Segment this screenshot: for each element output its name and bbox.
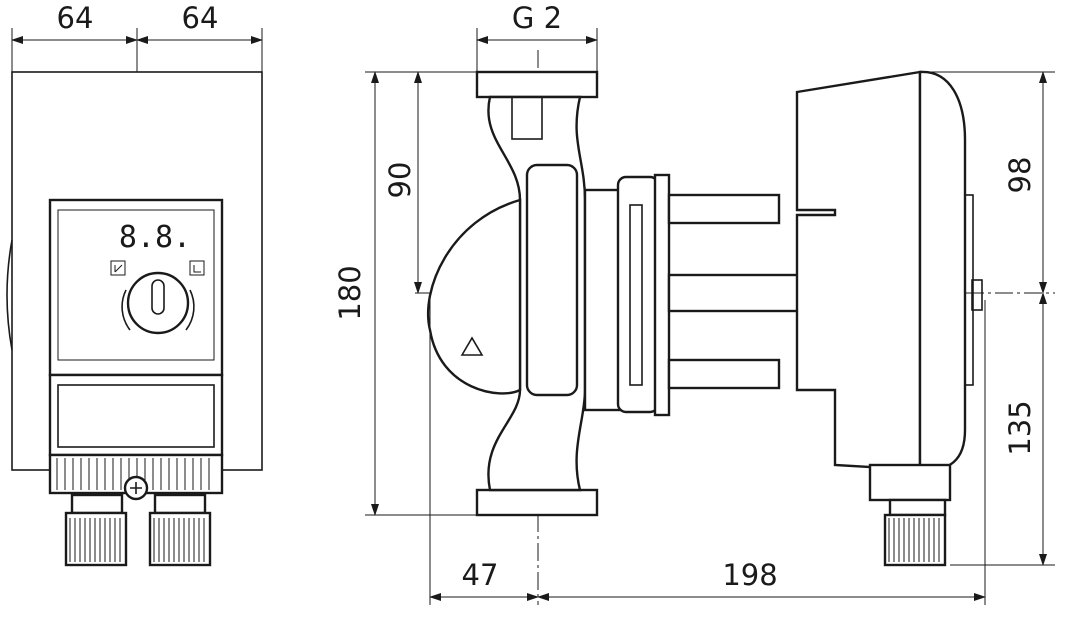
front-view: 64 64 8.8. [6, 1, 263, 567]
cable-gland-left [64, 493, 128, 567]
dim-label-180: 180 [333, 265, 367, 320]
display-panel [57, 209, 215, 361]
terminal-box [48, 373, 224, 457]
side-terminal [868, 463, 952, 502]
control-knob [126, 271, 190, 335]
display-readout: 8.8. [119, 220, 191, 255]
dim-label-g2: G 2 [512, 1, 562, 35]
flange-top [475, 70, 599, 99]
side-cable-gland [883, 513, 947, 567]
dim-label-64a: 64 [57, 1, 94, 35]
dim-label-64b: 64 [182, 1, 219, 35]
side-view: G 2 180 90 98 135 47 198 [333, 1, 1055, 605]
flow-arrow-icon [460, 336, 484, 356]
mode-icon-left [110, 260, 126, 276]
dim-label-98: 98 [1003, 157, 1037, 194]
mode-icon-right [189, 260, 205, 276]
motor-housing [795, 70, 922, 472]
motor-flange [616, 175, 660, 414]
flange-bottom [475, 488, 599, 517]
dim-label-198: 198 [722, 558, 777, 592]
dim-label-90: 90 [383, 162, 417, 199]
dim-label-135: 135 [1003, 400, 1037, 455]
cable-gland-right [148, 493, 212, 567]
dim-label-47: 47 [462, 558, 499, 592]
